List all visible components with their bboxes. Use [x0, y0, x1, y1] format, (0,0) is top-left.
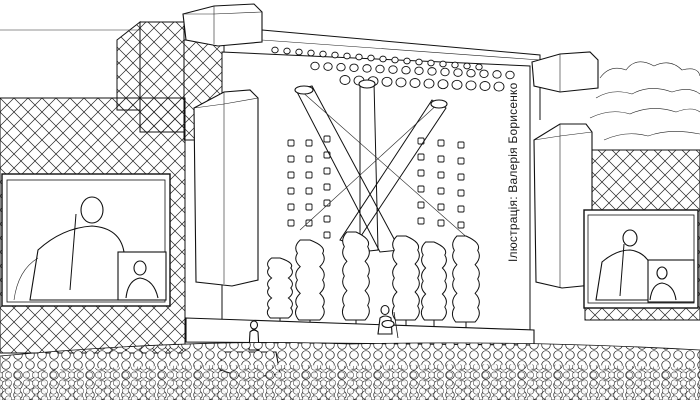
roof-lamp	[440, 67, 450, 77]
roof-lamp	[427, 59, 435, 67]
roof-light-rows	[271, 46, 515, 92]
roof-lamp	[414, 66, 424, 76]
roof-lamp	[463, 62, 471, 70]
roof-lamp	[367, 54, 375, 62]
roof-lamp	[451, 61, 459, 69]
wall-lamp	[457, 221, 465, 229]
roof-lamp	[379, 55, 387, 63]
wall-lamp	[417, 217, 425, 225]
screen-singer-figure	[13, 196, 125, 301]
video-screen-left	[1, 173, 171, 307]
wall-lamp	[457, 189, 465, 197]
wall-lamp	[305, 155, 313, 163]
speaker-array-left	[193, 89, 259, 287]
wall-lamp	[305, 171, 313, 179]
wall-lamp	[305, 187, 313, 195]
roof-lamp	[492, 70, 502, 79]
roof-lamp	[271, 46, 279, 54]
wall-light-grid	[287, 135, 465, 239]
roof-lamp	[479, 69, 489, 79]
wall-lamp	[323, 135, 331, 143]
wall-lamp	[417, 169, 425, 177]
wall-lamp	[457, 205, 465, 213]
wall-lamp	[437, 171, 445, 179]
roof-lamp	[349, 63, 359, 73]
roof-lamp	[339, 75, 351, 85]
roof-lamp	[409, 78, 421, 88]
roof-lamp	[307, 49, 315, 57]
roof-lamp	[310, 61, 320, 71]
roof-lamp	[362, 64, 372, 73]
speaker-top-right	[531, 51, 599, 93]
illustration-credit: Ілюстрація: Валерія Борисенко	[506, 82, 520, 263]
stage-light-trees	[266, 231, 480, 340]
wall-lamp	[287, 155, 295, 163]
wall-lamp	[323, 167, 331, 175]
wall-lamp	[287, 203, 295, 211]
wall-lamp	[417, 153, 425, 161]
wall-lamp	[417, 201, 425, 209]
wall-lamp	[323, 215, 331, 223]
roof-lamp	[355, 53, 363, 61]
wall-lamp	[323, 199, 331, 207]
roof-lamp	[319, 50, 327, 58]
roof-lamp	[466, 68, 476, 78]
wall-lamp	[457, 141, 465, 149]
wall-lamp	[437, 155, 445, 163]
crowd	[0, 342, 700, 400]
roof-lamp	[479, 81, 491, 91]
spotlight-beams	[294, 79, 471, 253]
performer-guitarist	[377, 304, 399, 339]
roof-lamp	[343, 52, 351, 60]
wall-lamp	[323, 183, 331, 191]
wall-lamp	[287, 171, 295, 179]
roof-lamp	[475, 63, 483, 71]
roof-lamp	[427, 67, 437, 76]
clouds	[589, 61, 700, 141]
roof-lamp	[395, 77, 407, 88]
roof-lamp	[493, 81, 505, 92]
speaker-top-left	[182, 3, 263, 47]
wall-lamp	[305, 203, 313, 211]
roof-lamp	[388, 65, 398, 74]
roof-lamp	[391, 56, 399, 64]
wall-lamp	[437, 187, 445, 195]
roof-lamp	[381, 76, 393, 87]
roof-lamp	[295, 48, 303, 56]
roof-lamp	[505, 70, 515, 80]
wall-lamp	[437, 219, 445, 227]
screen-inset-figure-left	[125, 260, 159, 299]
wall-lamp	[457, 157, 465, 165]
video-screen-right	[583, 209, 699, 309]
wall-lamp	[305, 139, 313, 147]
wall-lamp	[437, 139, 445, 147]
wall-lamp	[417, 185, 425, 193]
roof-lamp	[336, 62, 346, 72]
stage-back-wall	[221, 51, 531, 331]
wall-lamp	[457, 173, 465, 181]
wall-lamp	[437, 203, 445, 211]
wall-lamp	[305, 219, 313, 227]
roof-lamp	[439, 60, 447, 68]
roof-lamp	[465, 80, 477, 91]
wall-lamp	[287, 139, 295, 147]
roof-lamp	[437, 79, 449, 90]
speaker-array-right	[533, 123, 593, 289]
roof-lamp	[323, 62, 333, 71]
roof-lamp	[415, 58, 423, 66]
roof-lamp	[423, 78, 435, 89]
wall-lamp	[323, 231, 331, 239]
roof-lamp	[451, 79, 463, 90]
screen-inset-figure-right	[649, 266, 677, 301]
wall-lamp	[287, 219, 295, 227]
roof-lamp	[283, 47, 291, 55]
roof-lamp	[403, 57, 411, 65]
screen-singer-figure-right	[595, 229, 653, 301]
roof-lamp	[453, 68, 463, 77]
roof-lamp	[401, 65, 411, 75]
roof-lamp	[331, 51, 339, 59]
roof-lamp	[375, 64, 385, 74]
wall-lamp	[287, 187, 295, 195]
